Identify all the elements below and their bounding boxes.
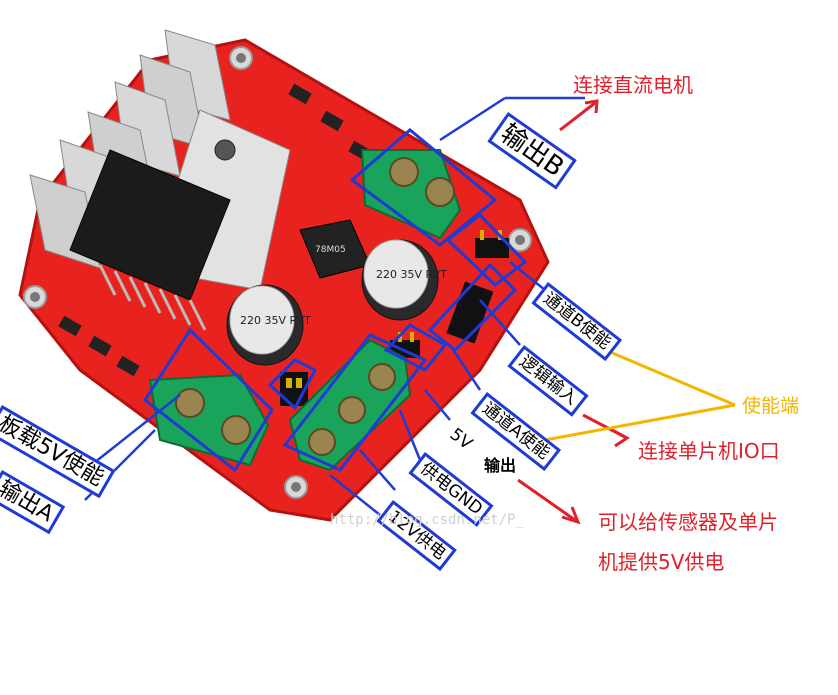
highlight-jumper-mid (383, 323, 448, 372)
highlight-boxes (142, 128, 528, 473)
terminal-block-power (288, 338, 412, 472)
mounting-hole (284, 475, 308, 499)
watermark: http://blog.csdn.net/P_ (330, 512, 524, 528)
pin-header-logic (446, 281, 494, 344)
label-output: 输出 (480, 456, 521, 476)
note-dc-motor: 连接直流电机 (573, 73, 693, 97)
note-power-line1: 可以给传感器及单片 (598, 510, 778, 534)
driver-chip (69, 149, 231, 331)
terminal-block-b (360, 149, 462, 240)
capacitor-left-text: 220 35V RVT (240, 314, 311, 327)
smd-diode (58, 83, 372, 377)
highlight-jumper-top (445, 212, 528, 287)
note-enable: 使能端 (742, 395, 800, 417)
mounting-hole (229, 46, 253, 70)
capacitor-left: 220 35V RVT (226, 284, 311, 366)
highlight-5v (267, 358, 318, 411)
terminal-block-a (148, 373, 270, 467)
highlight-out-a (142, 327, 274, 473)
capacitor-right: 220 35V RVT (361, 239, 447, 321)
capacitor-right-text: 220 35V RVT (376, 268, 447, 281)
mounting-hole (23, 285, 47, 309)
note-mcu-io: 连接单片机IO口 (638, 439, 780, 463)
highlight-out-b (349, 128, 498, 247)
highlight-logic (427, 262, 518, 353)
highlight-power (282, 333, 428, 472)
note-power-line2: 机提供5V供电 (598, 550, 725, 574)
regulator-text: 78M05 (315, 245, 346, 255)
yellow-lines (544, 350, 736, 442)
red-arrows (517, 99, 630, 525)
